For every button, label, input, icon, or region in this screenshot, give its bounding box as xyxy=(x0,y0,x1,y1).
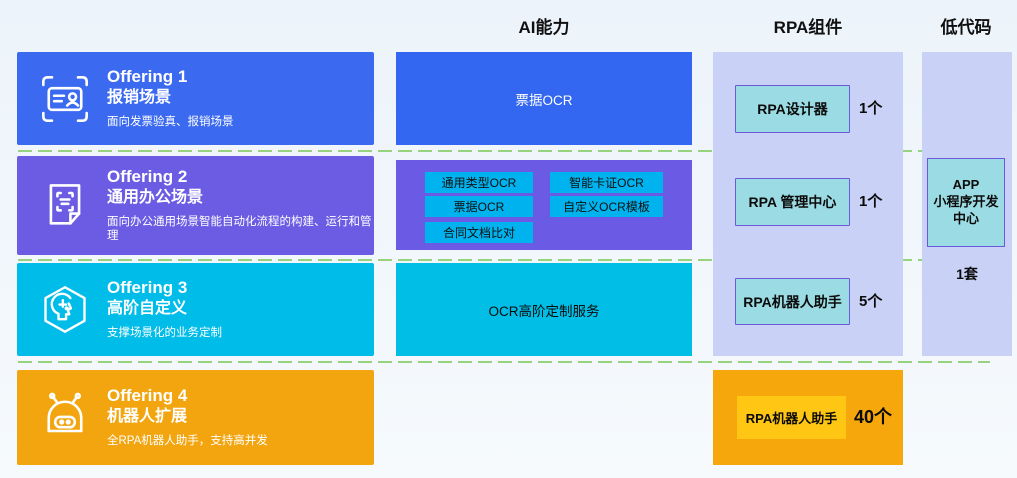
offering-name: 机器人扩展 xyxy=(107,407,188,425)
app-box-line: 中心 xyxy=(952,210,979,226)
component-count: 40个 xyxy=(854,407,893,427)
ocr-chip: 智能卡证OCR xyxy=(550,172,663,193)
offering-card-2: Offering 2 通用办公场景 面向办公通用场景智能自动化流程的构建、运行和… xyxy=(17,156,374,255)
ocr-chip: 合同文档比对 xyxy=(425,222,533,243)
robot-icon xyxy=(39,392,91,444)
rpa-component-robot-assistant-box: RPA机器人助手 xyxy=(735,278,850,325)
app-box-line: APP xyxy=(952,177,980,193)
column-header-lowcode: 低代码 xyxy=(940,18,992,37)
rpa-robot-assistant-expansion-box: RPA机器人助手 xyxy=(737,396,846,439)
component-count: 1个 xyxy=(859,100,883,117)
ai-capability-box-invoice-ocr: 票据OCR xyxy=(396,52,692,145)
offering-title: Offering 2 xyxy=(107,167,188,187)
component-count: 1个 xyxy=(859,193,883,210)
ai-capability-label: 票据OCR xyxy=(515,92,573,108)
offering-title: Offering 3 xyxy=(107,278,188,298)
divider-dashed-line-2 xyxy=(18,259,990,261)
ocr-chip: 自定义OCR模板 xyxy=(550,196,663,217)
rpa-component-designer-box: RPA设计器 xyxy=(735,85,850,133)
rpa-component-management-center-box: RPA 管理中心 xyxy=(735,178,850,226)
offering-desc: 面向发票验真、报销场景 xyxy=(107,115,234,128)
offering-name: 报销场景 xyxy=(107,88,172,106)
offering-name: 高阶自定义 xyxy=(107,299,188,317)
offering-card-1: Offering 1 报销场景 面向发票验真、报销场景 xyxy=(17,52,374,145)
component-count: 5个 xyxy=(859,293,883,310)
ocr-chip: 票据OCR xyxy=(425,196,533,217)
rpa-expansion-panel: RPA机器人助手 40个 xyxy=(713,370,903,465)
rpa-components-panel: RPA设计器 1个 RPA 管理中心 1个 RPA机器人助手 5个 xyxy=(713,52,903,356)
offering-card-4: Offering 4 机器人扩展 全RPA机器人助手，支持高并发 xyxy=(17,370,374,465)
app-miniprogram-dev-center-box: APP 小程序开发 中心 xyxy=(927,158,1005,247)
column-header-rpa: RPA组件 xyxy=(773,18,843,37)
ai-capability-box-custom-ocr: OCR高阶定制服务 xyxy=(396,263,692,356)
offering-name: 通用办公场景 xyxy=(107,188,204,206)
ai-head-icon xyxy=(39,284,91,336)
lowcode-count: 1套 xyxy=(956,266,978,282)
offering-desc: 全RPA机器人助手，支持高并发 xyxy=(107,434,268,447)
document-scan-icon xyxy=(39,180,91,232)
ai-capability-box-office-ocr-group: 通用类型OCR 智能卡证OCR 票据OCR 自定义OCR模板 合同文档比对 xyxy=(396,160,692,250)
offering-title: Offering 1 xyxy=(107,67,188,87)
divider-dashed-line-1 xyxy=(18,150,990,152)
offering-title: Offering 4 xyxy=(107,386,188,406)
app-box-line: 小程序开发 xyxy=(933,194,999,210)
ai-capability-label: OCR高阶定制服务 xyxy=(488,303,600,319)
scan-id-card-icon xyxy=(39,73,91,125)
lowcode-panel: APP 小程序开发 中心 1套 xyxy=(922,52,1012,356)
ocr-chip: 通用类型OCR xyxy=(425,172,533,193)
divider-dashed-line-3 xyxy=(18,361,990,363)
offering-desc: 支撑场景化的业务定制 xyxy=(107,326,222,339)
offering-card-3: Offering 3 高阶自定义 支撑场景化的业务定制 xyxy=(17,263,374,356)
column-header-ai: AI能力 xyxy=(518,18,570,37)
offering-desc: 面向办公通用场景智能自动化流程的构建、运行和管理 xyxy=(107,216,372,242)
